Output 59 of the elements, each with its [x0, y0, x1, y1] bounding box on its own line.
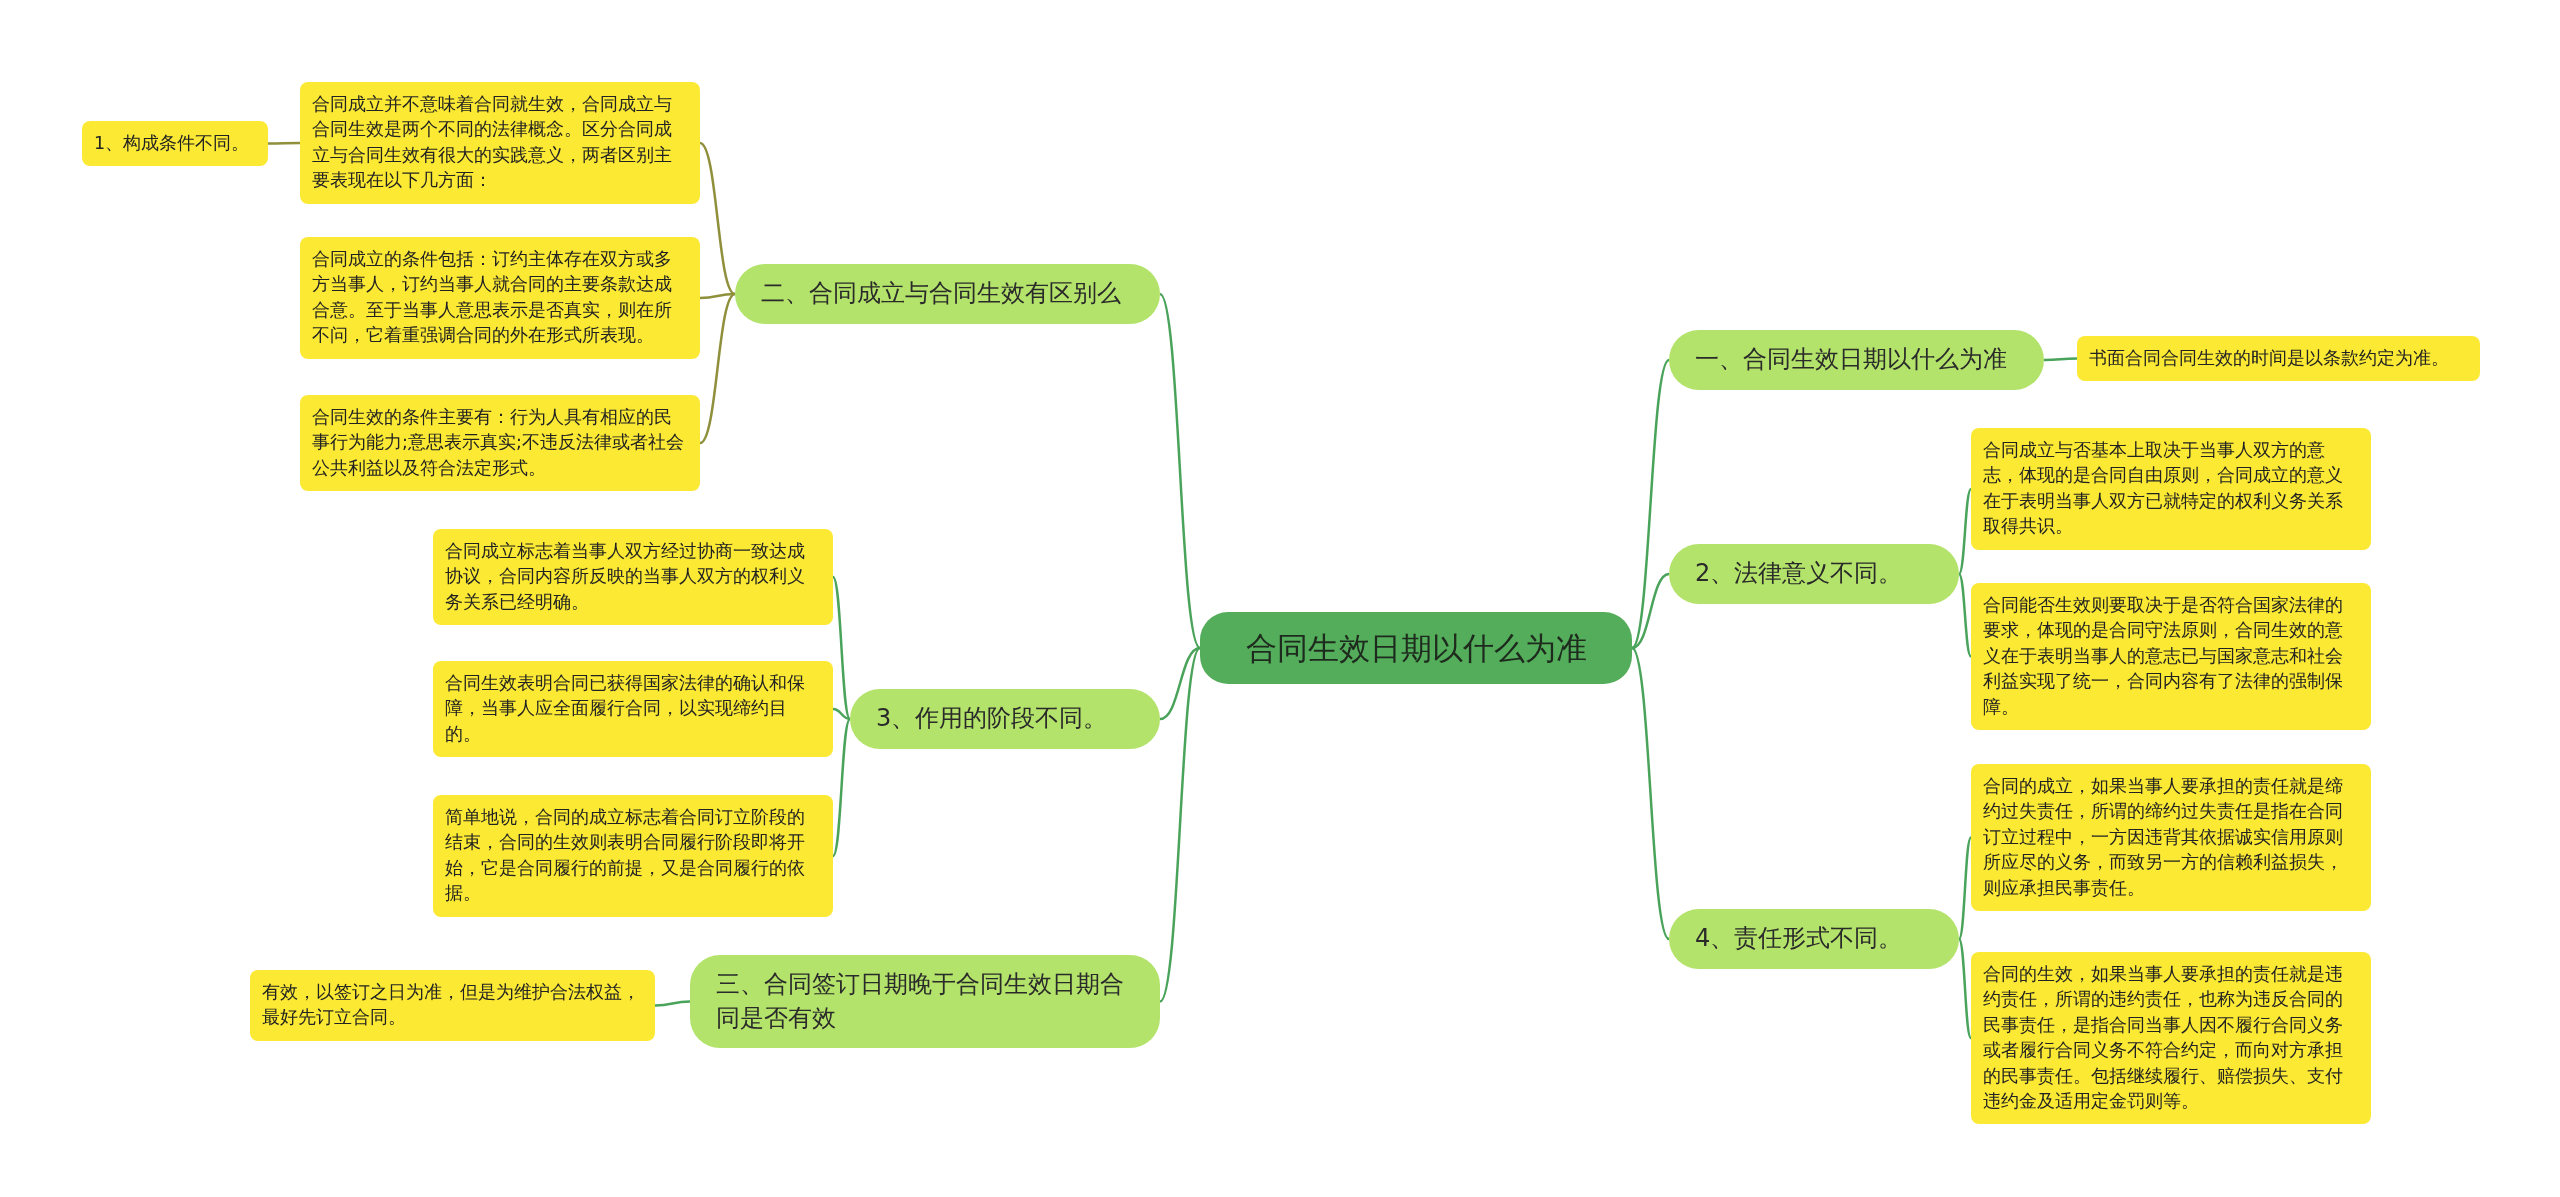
connector-line	[1957, 938, 1973, 1039]
connector-line	[1158, 293, 1202, 649]
node-text: 合同生效表明合同已获得国家法律的确认和保障，当事人应全面履行合同，以实现缔约目的。	[445, 672, 806, 746]
note-box	[433, 661, 833, 758]
note-box	[1971, 952, 2371, 1125]
node-text: 合同能否生效则要取决于是否符合国家法律的要求，体现的是合同守法原则，合同生效的意义在于表明当事人的意志已与国家意志和社会利益实现了统一，合同内容有了法律的强制保障。	[1983, 594, 2344, 719]
central-topic	[1200, 612, 1632, 685]
connector-line	[832, 718, 851, 857]
connector-line	[1158, 647, 1202, 1003]
note-box	[1971, 428, 2371, 550]
node-text: 三、合同签订日期晚于合同生效日期合同是否有效	[716, 969, 1125, 1034]
note-box	[1971, 764, 2371, 911]
connector-line	[1957, 488, 1973, 575]
node-text: 一、合同生效日期以什么为准	[1695, 344, 2008, 375]
connector-line	[1631, 359, 1670, 649]
node-text: 二、合同成立与合同生效有区别么	[761, 278, 1122, 309]
node-text: 合同的成立，如果当事人要承担的责任就是缔约过失责任，所谓的缔约过失责任是指在合同订立过程中，一方因违背其依据诚实信用原则所应尽的义务，而致另一方的信赖利益损失，则应承担民事责任。	[1983, 775, 2344, 900]
node-text: 合同生效的条件主要有：行为人具有相应的民事行为能力;意思表示真实;不违反法律或者社会公共利益以及符合法定形式。	[312, 406, 685, 480]
note-box	[2077, 336, 2480, 382]
node-text: 3、作用的阶段不同。	[876, 703, 1109, 734]
node-text: 合同成立的条件包括：订约主体存在双方或多方当事人，订约当事人就合同的主要条款达成合意。至于当事人意思表示是否真实，则在所不问，它着重强调合同的外在形式所表现。	[312, 248, 673, 348]
note-box	[300, 237, 700, 359]
topic-box	[1669, 330, 2044, 390]
connector-line	[699, 142, 736, 295]
connector-line	[1957, 573, 1973, 658]
node-text: 合同生效日期以什么为准	[1244, 629, 1588, 668]
note-box	[82, 121, 268, 167]
note-box	[250, 970, 655, 1041]
connector-line	[268, 141, 300, 145]
node-text: 合同的生效，如果当事人要承担的责任就是违约责任，所谓的违约责任，也称为违反合同的民事责任，是指合同当事人因不履行合同义务或者履行合同义务不符合约定，而向对方承担的民事责任。包括继续履行、赔偿损失、支付违约金及适用定金罚则等。	[1983, 963, 2344, 1113]
node-text: 4、责任形式不同。	[1695, 923, 1904, 954]
connector-line	[699, 292, 736, 300]
topic-box	[1669, 544, 1959, 604]
connector-line	[2044, 357, 2077, 362]
topic-box	[690, 955, 1160, 1049]
note-box	[300, 82, 700, 204]
note-box	[433, 529, 833, 626]
topic-box	[850, 689, 1160, 749]
node-text: 有效，以签订之日为准，但是为维护合法权益，最好先订立合同。	[262, 981, 641, 1030]
topic-box	[1669, 909, 1959, 969]
connector-line	[832, 707, 851, 721]
node-text: 合同成立并不意味着合同就生效，合同成立与合同生效是两个不同的法律概念。区分合同成立与合同生效有很大的实践意义，两者区别主要表现在以下几方面：	[312, 93, 673, 193]
connector-line	[1159, 646, 1201, 721]
node-text: 简单地说，合同的成立标志着合同订立阶段的结束，合同的生效则表明合同履行阶段即将开始，它是合同履行的前提，又是合同履行的依据。	[445, 806, 806, 906]
note-box	[300, 395, 700, 492]
connector-line	[699, 293, 736, 444]
node-text: 2、法律意义不同。	[1695, 558, 1904, 589]
connector-line	[654, 1000, 691, 1007]
connector-line	[1631, 572, 1670, 650]
node-text: 1、构成条件不同。	[94, 132, 251, 155]
node-text: 合同成立与否基本上取决于当事人双方的意志，体现的是合同自由原则，合同成立的意义在于表明当事人双方已就特定的权利义务关系取得共识。	[1983, 439, 2344, 539]
note-box	[1971, 583, 2371, 730]
topic-box	[735, 264, 1160, 324]
node-text: 合同成立标志着当事人双方经过协商一致达成协议，合同内容所反映的当事人双方的权利义务关系已经明确。	[445, 540, 806, 614]
node-text: 书面合同合同生效的时间是以条款约定为准。	[2089, 347, 2450, 370]
connector-line	[1631, 647, 1670, 940]
note-box	[433, 795, 833, 917]
connector-line	[1957, 836, 1973, 940]
connector-line	[831, 576, 852, 720]
